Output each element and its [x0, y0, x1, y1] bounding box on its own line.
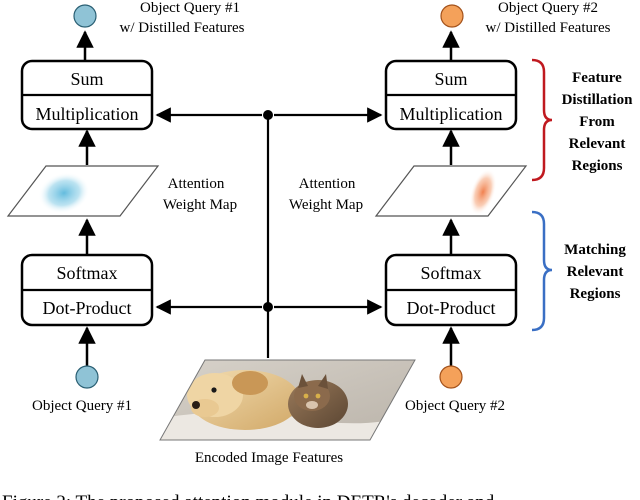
- distillation-label-line1: Feature: [572, 70, 622, 86]
- left-dot-product-box: Dot-Product: [43, 298, 132, 318]
- bus-junction-top: [263, 110, 273, 120]
- query1-output-circle-icon: [73, 4, 97, 28]
- right-multiplication-box: Multiplication: [400, 104, 503, 124]
- distillation-label-line3: From: [579, 114, 615, 130]
- right-output-label-line2: w/ Distilled Features: [486, 20, 611, 36]
- left-softmax-box: Softmax: [57, 263, 118, 283]
- right-softmax-box: Softmax: [421, 263, 482, 283]
- feature-bus: [155, 107, 383, 358]
- matching-label-line2: Relevant: [567, 264, 624, 280]
- left-attention-map-icon: [6, 165, 160, 217]
- distillation-bracket: [531, 58, 553, 182]
- query2-output-circle-icon: [440, 4, 464, 28]
- bus-junction-bottom: [263, 302, 273, 312]
- distillation-label-line4: Relevant: [569, 136, 626, 152]
- right-dot-product-box: Dot-Product: [407, 298, 496, 318]
- left-sum-box: Sum: [70, 69, 103, 89]
- left-column: Object Query #1 w/ Distilled Features Su…: [6, 0, 245, 414]
- right-attention-label-line1: Attention: [299, 176, 356, 192]
- left-attention-label-line1: Attention: [168, 176, 225, 192]
- left-output-label-line1: Object Query #1: [140, 0, 240, 16]
- image-features-label: Encoded Image Features: [195, 450, 343, 466]
- matching-label-line3: Regions: [570, 286, 621, 302]
- right-sum-box: Sum: [434, 69, 467, 89]
- query1-input-circle-icon: [75, 365, 99, 389]
- right-output-label-line1: Object Query #2: [498, 0, 598, 16]
- pet-image-icon: [159, 359, 416, 441]
- distillation-label-line5: Regions: [572, 158, 623, 174]
- query2-input-circle-icon: [439, 365, 463, 389]
- matching-label-line1: Matching: [564, 242, 626, 258]
- left-multiplication-box: Multiplication: [36, 104, 139, 124]
- left-attention-label-line2: Weight Map: [163, 197, 237, 213]
- left-output-label-line2: w/ Distilled Features: [120, 20, 245, 36]
- right-attention-map-icon: [374, 165, 528, 217]
- right-column: Object Query #2 w/ Distilled Features Su…: [289, 0, 611, 414]
- right-attention-label-line2: Weight Map: [289, 197, 363, 213]
- matching-bracket: [531, 210, 553, 332]
- right-input-label: Object Query #2: [405, 398, 505, 414]
- figure-caption: Figure 2: The proposed attention module …: [2, 492, 495, 500]
- left-input-label: Object Query #1: [32, 398, 132, 414]
- distillation-label-line2: Distillation: [562, 92, 633, 108]
